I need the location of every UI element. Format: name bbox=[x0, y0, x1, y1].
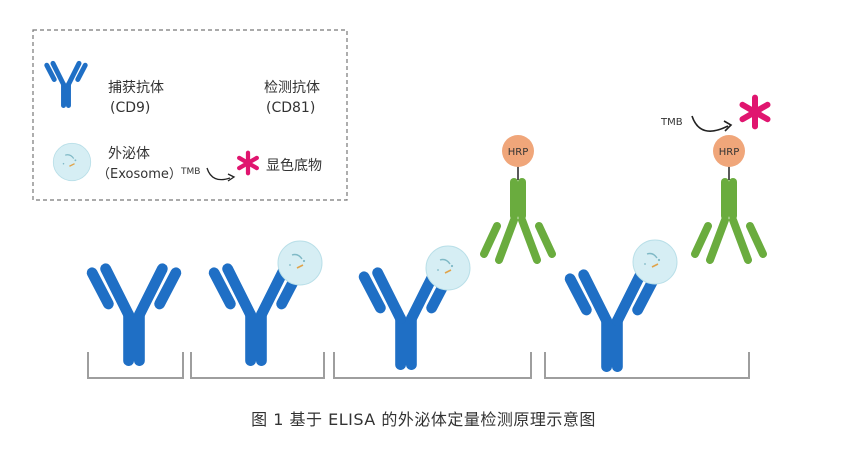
step2-exosome bbox=[277, 240, 323, 286]
legend-detection-antibody-sub: (CD81) bbox=[266, 100, 315, 116]
step4-hrp-label: HRP bbox=[719, 147, 740, 158]
step3-hrp bbox=[502, 135, 534, 167]
legend-box bbox=[32, 29, 348, 201]
step3-hrp-label: HRP bbox=[508, 147, 529, 158]
step1-capture-antibody bbox=[92, 269, 176, 361]
legend-tmb-arrow bbox=[206, 167, 231, 181]
figure-caption: 图 1 基于 ELISA 的外泌体定量检测原理示意图 bbox=[251, 410, 596, 429]
legend-exosome-label: 外泌体 bbox=[108, 146, 150, 162]
well-3 bbox=[333, 352, 532, 379]
step4-capture-antibody bbox=[570, 275, 654, 367]
legend-capture-antibody-sub: (CD9) bbox=[110, 100, 150, 116]
wells bbox=[87, 352, 750, 379]
step4-hrp bbox=[713, 135, 745, 167]
step3-detection-antibody bbox=[484, 182, 552, 260]
legend-substrate-icon bbox=[239, 153, 257, 173]
legend-detection-antibody-label: 检测抗体 bbox=[264, 80, 320, 96]
step4-exosome bbox=[632, 239, 678, 285]
legend-capture-antibody-label: 捕获抗体 bbox=[108, 80, 164, 96]
step3-exosome bbox=[425, 245, 471, 291]
step2-capture-antibody bbox=[214, 269, 298, 361]
legend-capture-antibody-icon bbox=[47, 63, 85, 105]
well-4 bbox=[544, 352, 750, 379]
legend-exosome-icon bbox=[52, 142, 92, 182]
well-1 bbox=[87, 352, 184, 379]
legend-substrate-label: 显色底物 bbox=[266, 157, 322, 174]
step4-tmb-arrow bbox=[691, 115, 729, 132]
legend-tmb-label: TMB bbox=[180, 167, 200, 177]
step4-tmb-label: TMB bbox=[660, 117, 683, 128]
step4-detection-antibody bbox=[695, 182, 763, 260]
legend-exosome-sub: （Exosome） bbox=[97, 167, 182, 182]
step4-substrate bbox=[743, 98, 768, 127]
step3-capture-antibody bbox=[364, 273, 448, 365]
well-2 bbox=[190, 352, 325, 379]
